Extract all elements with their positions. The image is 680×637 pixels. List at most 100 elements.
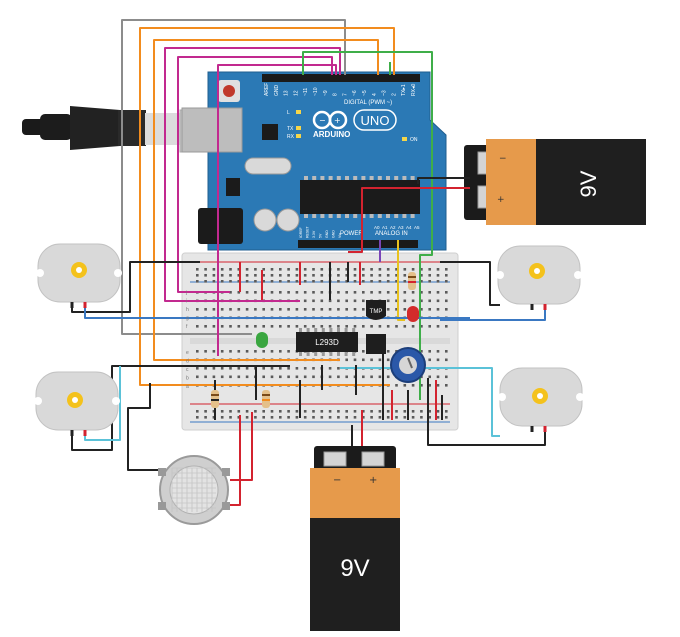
power-pin-label: 5V xyxy=(319,233,323,238)
digital-pin-label: AREF xyxy=(264,83,270,96)
gear-icon xyxy=(529,263,545,279)
analog-power-header xyxy=(298,240,418,248)
analog-pin-label: A2 xyxy=(390,225,396,230)
digital-pin-label: ~6 xyxy=(352,90,358,96)
digital-pin-label: 2 xyxy=(391,93,397,96)
breadboard-row-letter: c xyxy=(186,367,189,373)
wire-yellow xyxy=(397,240,405,321)
digital-pin-label: ~5 xyxy=(362,90,368,96)
wire-orange-2 xyxy=(139,27,395,386)
digital-pin-label: 8 xyxy=(333,93,339,96)
arduino-logo-icon: − + xyxy=(312,110,348,130)
analog-pin-label: A5 xyxy=(414,225,420,230)
power-pin-label: GND xyxy=(325,230,329,238)
wire-motor-tr-blue xyxy=(440,310,546,321)
breadboard-row-letter: b xyxy=(186,376,189,382)
digital-pin-label: ~10 xyxy=(313,87,319,96)
power-pin-label: Vin xyxy=(338,233,342,238)
tmp-sensor: TMP xyxy=(366,300,386,320)
analog-pin-label: A0 xyxy=(374,225,380,230)
l293d-chip: L293D xyxy=(296,328,358,356)
resistor-3 xyxy=(262,390,270,408)
breadboard-row-letter: f xyxy=(186,324,188,330)
red-led xyxy=(407,306,419,322)
atmega-chip xyxy=(300,180,420,214)
battery-top-voltage: 9V xyxy=(576,170,601,197)
wire-black-battery xyxy=(417,177,470,184)
rx-label: RX xyxy=(287,134,295,140)
arduino-model: UNO xyxy=(361,113,390,128)
green-led xyxy=(256,332,268,348)
analog-pin-label: A1 xyxy=(382,225,388,230)
arduino-uno-board: DIGITAL (PWM ~) ANALOG IN POWER TX RX L … xyxy=(181,71,447,251)
analog-pin-label: A4 xyxy=(406,225,412,230)
digital-header xyxy=(262,74,420,82)
dc-motor-bottom-left xyxy=(34,371,120,436)
power-pin-label: 3.3V xyxy=(312,230,316,238)
digital-pin-label: 4 xyxy=(372,93,378,96)
wire-sensor-red-2 xyxy=(230,412,253,481)
wires xyxy=(71,19,546,506)
breadboard-row-letter: h xyxy=(186,307,189,313)
power-jack xyxy=(198,208,243,244)
battery-top: 9V − + xyxy=(464,139,646,225)
battery-bottom: 9V − + xyxy=(310,446,400,631)
gear-icon xyxy=(71,262,87,278)
arduino-brand: ARDUINO xyxy=(313,130,350,139)
resistor-1 xyxy=(408,272,416,290)
power-pin-label: RESET xyxy=(306,225,310,238)
wire-sensor-black xyxy=(127,383,172,471)
svg-text:+: + xyxy=(334,116,341,125)
wire-magenta-3 xyxy=(217,64,337,356)
battery-bottom-voltage: 9V xyxy=(340,555,369,582)
breadboard-row-letter: i xyxy=(186,299,187,305)
pushbutton[interactable] xyxy=(366,334,386,354)
wire-motor-tl-black xyxy=(71,261,200,313)
battery-bottom-minus: − xyxy=(333,475,341,486)
digital-pin-label: ~11 xyxy=(303,88,309,96)
dc-motor-top-right xyxy=(496,245,582,310)
power-pin-label: IOREF xyxy=(299,227,303,238)
on-label: ON xyxy=(410,137,418,143)
analog-pin-label: A3 xyxy=(398,225,404,230)
battery-top-minus: − xyxy=(499,154,507,164)
svg-text:−: − xyxy=(319,116,326,125)
digital-pin-label: RX◂0 xyxy=(411,84,417,96)
breadboard-row-letter: e xyxy=(186,350,189,356)
wire-magenta-2 xyxy=(177,56,333,293)
digital-pin-label: TX▸1 xyxy=(401,84,407,96)
digital-pin-label: 7 xyxy=(342,93,348,96)
breadboard-row-letter: d xyxy=(186,359,189,365)
breadboard-row-letter: j xyxy=(185,290,187,296)
digital-pin-label: ~3 xyxy=(382,90,388,96)
wire-red-battery xyxy=(348,187,470,253)
breadboard-row-letter: a xyxy=(186,384,189,390)
dc-motor-top-left xyxy=(36,243,122,308)
power-label: POWER xyxy=(340,231,363,237)
wire-motor-br-black xyxy=(427,378,546,446)
tx-label: TX xyxy=(287,126,294,132)
tmp-label: TMP xyxy=(370,309,383,315)
l293d-label: L293D xyxy=(315,338,339,347)
digital-label: DIGITAL (PWM ~) xyxy=(344,100,392,106)
potentiometer[interactable] xyxy=(390,347,426,383)
digital-pin-label: 13 xyxy=(284,90,290,96)
digital-pin-label: ~9 xyxy=(323,90,329,96)
wire-sensor-red-1 xyxy=(230,415,241,506)
gas-sensor xyxy=(158,455,230,525)
dc-motor-bottom-right xyxy=(498,367,584,432)
battery-top-plus: + xyxy=(497,195,505,205)
gear-icon xyxy=(67,392,83,408)
l-label: L xyxy=(287,110,290,116)
digital-pin-label: GND xyxy=(274,85,280,97)
analog-label: ANALOG IN xyxy=(375,231,408,237)
digital-pin-label: 12 xyxy=(293,90,299,96)
wire-magenta-1 xyxy=(164,47,341,302)
power-pin-label: GND xyxy=(332,230,336,238)
wire-motor-bl-black xyxy=(71,365,290,451)
wire-motor-tr-black xyxy=(440,261,500,306)
gear-icon xyxy=(532,388,548,404)
breadboard-row-letter: g xyxy=(186,316,189,322)
wire-gray xyxy=(121,19,346,335)
